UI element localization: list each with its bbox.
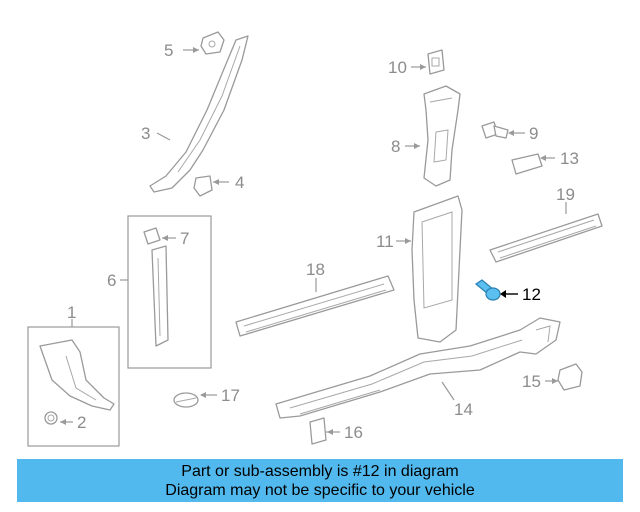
part-14-sill-trim (275, 317, 561, 419)
callout-1: 1 (67, 303, 76, 322)
part-16-clip (309, 417, 327, 445)
banner-line-2: Diagram may not be specific to your vehi… (165, 482, 475, 499)
group-box-1 (27, 326, 120, 447)
callout-6: 6 (107, 271, 116, 290)
callout-16: 16 (344, 423, 363, 442)
part-6-pillar-trim (151, 245, 169, 347)
callout-4: 4 (235, 173, 244, 192)
part-4-clip (193, 175, 213, 197)
leader-14 (441, 381, 455, 401)
part-12-bolt (474, 279, 501, 301)
part-17-button-clip (173, 392, 199, 408)
part-7-clip (143, 227, 161, 245)
callout-2: 2 (77, 413, 86, 432)
arrowhead-12 (500, 290, 506, 298)
part-5-clip (200, 31, 225, 55)
part-13-pad (511, 153, 543, 175)
part-9-screw (481, 121, 509, 139)
callout-8: 8 (391, 137, 400, 156)
callout-10: 10 (388, 58, 407, 77)
callout-18: 18 (306, 260, 325, 279)
banner-line-1: Part or sub-assembly is #12 in diagram (181, 463, 459, 480)
callout-12: 12 (522, 285, 541, 304)
callout-15: 15 (522, 372, 541, 391)
leader-3 (156, 132, 171, 141)
part-2-clip (44, 411, 58, 425)
callout-19: 19 (556, 185, 575, 204)
part-15-clip (557, 363, 583, 391)
callout-11: 11 (376, 232, 394, 251)
part-18-trim-strip (235, 275, 395, 337)
part-19-trim-strip (489, 213, 603, 263)
part-10-clip (427, 49, 445, 75)
callout-17: 17 (221, 386, 240, 405)
part-11-b-pillar-lower (411, 195, 463, 343)
info-banner: Part or sub-assembly is #12 in diagram D… (17, 459, 623, 502)
callout-5: 5 (164, 41, 173, 60)
group-box-6 (127, 215, 212, 369)
part-1-kick-panel (39, 339, 115, 411)
part-3-a-pillar-trim (149, 35, 249, 193)
callout-9: 9 (529, 124, 538, 143)
callout-13: 13 (560, 149, 579, 168)
part-8-b-pillar-upper (423, 85, 461, 187)
callout-3: 3 (141, 124, 150, 143)
callout-14: 14 (454, 400, 473, 419)
callout-7: 7 (180, 229, 189, 248)
leader-arrowheads (60, 47, 558, 435)
